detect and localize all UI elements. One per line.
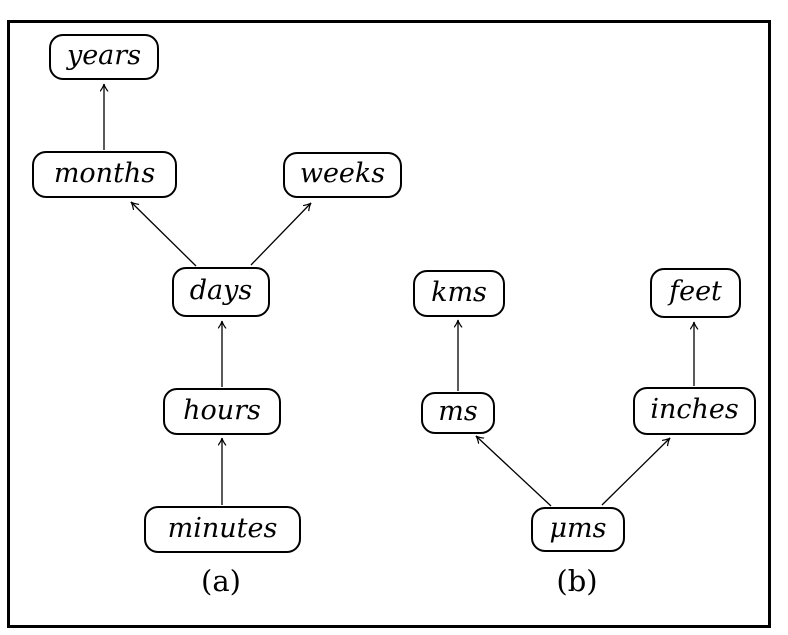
edge-days-weeks bbox=[250, 203, 311, 266]
panel-label-b: (b) bbox=[556, 564, 598, 598]
figure-border bbox=[7, 20, 771, 628]
node-months: months bbox=[32, 151, 177, 198]
node-weeks: weeks bbox=[283, 152, 402, 198]
node-hours: hours bbox=[163, 388, 281, 435]
edge-ums-inches bbox=[601, 438, 670, 506]
node-feet: feet bbox=[650, 268, 741, 318]
edge-ums-ms bbox=[476, 436, 552, 507]
node-days: days bbox=[172, 267, 270, 317]
edge-days-months bbox=[131, 202, 197, 267]
panel-label-a: (a) bbox=[201, 564, 241, 598]
node-minutes: minutes bbox=[144, 506, 301, 553]
node-ms: ms bbox=[421, 392, 495, 434]
node-inches: inches bbox=[633, 387, 756, 435]
node-ums: μms bbox=[531, 507, 625, 552]
node-kms: kms bbox=[413, 270, 505, 317]
node-years: years bbox=[49, 34, 159, 80]
